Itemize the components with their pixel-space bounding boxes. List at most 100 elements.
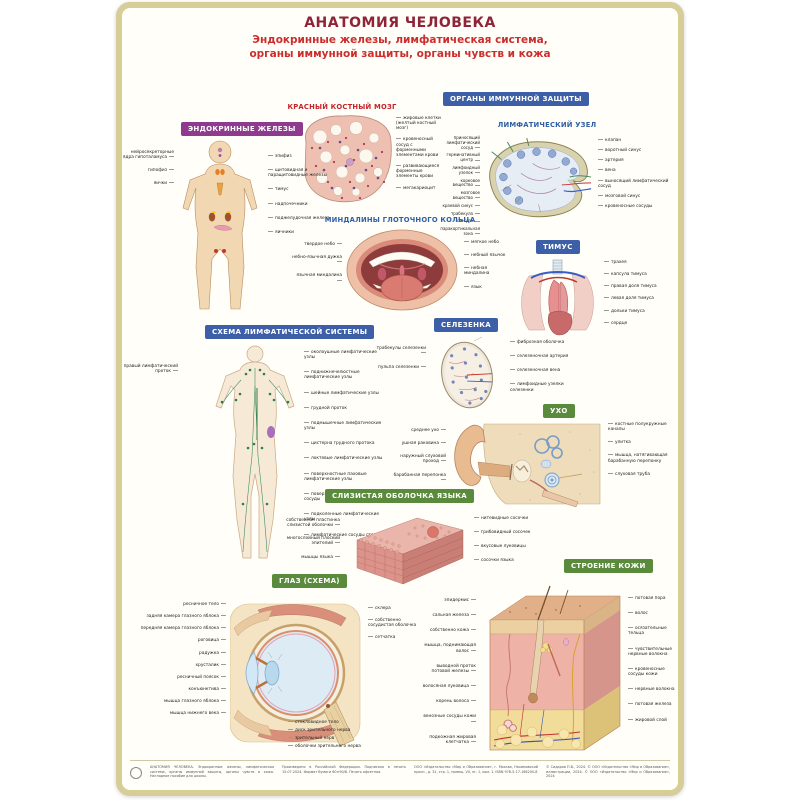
subtitle-line-2: органы иммунной защиты, органы чувств и … (249, 48, 551, 60)
ear-illustration (454, 423, 601, 508)
diagram-label: небная миндалина (464, 266, 510, 276)
diagram-label: оболочки зрительного нерва (288, 744, 398, 749)
diagram-label: чувствительные нервные волокна (628, 647, 678, 657)
tonsils-mouth-illustration (346, 229, 458, 311)
diagram-label: корень волоса (436, 699, 476, 704)
diagram-label: волосяная луковица (423, 684, 476, 689)
diagram-label: грибовидный сосочек (474, 530, 532, 535)
diagram-label: паракортикальная зона (440, 226, 480, 236)
diagram-label: надпочечники (268, 202, 330, 207)
diagram-label: мышцы языка (301, 555, 340, 560)
diagram-label: лимфатические сосуды стопы (304, 533, 386, 538)
diagram-label: фиброзная оболочка (510, 340, 572, 345)
diagram-label: потовая железа (628, 702, 678, 707)
diagram-label: сетчатка (368, 635, 424, 640)
section-title-bone-marrow: КРАСНЫЙ КОСТНЫЙ МОЗГ (287, 103, 397, 111)
diagram-label: твердое небо (304, 242, 342, 247)
diagram-label: собственно сосудистая оболочка (368, 618, 424, 628)
diagram-label: правый лимфатический проток (123, 364, 178, 375)
section-title-lymph-node: ЛИМФАТИЧЕСКИЙ УЗЕЛ (497, 121, 597, 129)
diagram-label: яичники (268, 230, 330, 235)
diagram-label: лимфоидный узелок (440, 165, 480, 176)
section-title-lymphatic-system: СХЕМА ЛИМФАТИЧЕСКОЙ СИСТЕМЫ (205, 325, 375, 339)
diagram-label: поднижнечелюстные лимфатические узлы (304, 370, 386, 380)
section-title-ear: УХО (543, 404, 575, 418)
diagram-label: нейросекреторные ядра гипоталамуса (122, 150, 174, 161)
diagram-label: жировой слой (628, 718, 678, 723)
footer-imprint: АНАТОМИЯ ЧЕЛОВЕКА. Эндокринные железы, л… (126, 765, 674, 779)
diagram-label: сосочки языка (474, 558, 532, 563)
tongue-mucosa-illustration (356, 517, 464, 585)
diagram-label: нитевидные сосочки (474, 516, 532, 521)
diagram-label: волос (628, 611, 678, 616)
diagram-label: щитовидная и паращитовидные железы (268, 168, 330, 178)
endocrine-body-illustration (182, 140, 258, 310)
diagram-label: ресничный поясок (177, 675, 226, 680)
diagram-label: мышца глазного яблока (164, 699, 226, 704)
diagram-label: мягкое небо (464, 240, 510, 245)
diagram-label: слуховая труба (608, 472, 674, 477)
diagram-label: диск зрительного нерва (288, 728, 398, 733)
diagram-label: поверхностные паховые лимфатические узлы (304, 472, 386, 482)
bone-marrow-labels-right: жировые клетки (желтый костный мозг)кров… (396, 116, 442, 191)
diagram-label: левая доля тимуса (604, 296, 674, 301)
diagram-label: правая доля тимуса (604, 284, 674, 289)
diagram-label: артерия (598, 158, 674, 163)
diagram-label: роговица (198, 638, 226, 643)
diagram-label: мышца, поднимающая волос (420, 643, 476, 653)
diagram-label: язык (464, 285, 510, 290)
diagram-label: локтевые лимфатические узлы (304, 456, 386, 461)
diagram-label: зрительный нерв (288, 736, 398, 741)
imprint-column: © Сидоров П.В., 2024. © ООО «Издательств… (546, 765, 670, 779)
diagram-label: развивающиеся форменные элементы крови (396, 164, 442, 179)
diagram-label: жировые клетки (желтый костный мозг) (396, 116, 441, 132)
diagram-label: корковое вещество (440, 178, 480, 189)
diagram-label: мозговое вещество (440, 190, 480, 201)
page-title: АНАТОМИЯ ЧЕЛОВЕКА (304, 15, 496, 31)
diagram-label: герминативный центр (440, 153, 480, 163)
diagram-label: трабекулы селезенки (376, 346, 426, 356)
diagram-label: трабекула (451, 211, 480, 217)
diagram-label: радужка (199, 651, 226, 656)
diagram-label: трахея (604, 260, 674, 265)
diagram-label: сальная железа (433, 613, 477, 618)
diagram-label: лимфоидные узелки селезенки (510, 382, 572, 392)
section-title-tonsils: МИНДАЛИНЫ ГЛОТОЧНОГО КОЛЬЦА (324, 216, 476, 224)
diagram-label: мышца, натягивающая барабанную перепонку (608, 453, 674, 463)
subtitle-line-1: Эндокринные железы, лимфатическая систем… (252, 34, 548, 46)
diagram-label: капсула (456, 219, 480, 224)
section-title-tongue: СЛИЗИСТАЯ ОБОЛОЧКА ЯЗЫКА (325, 489, 474, 503)
anatomy-poster: АНАТОМИЯ ЧЕЛОВЕКА Эндокринные железы, ли… (116, 2, 684, 796)
diagram-label: воротный синус (598, 148, 674, 153)
diagram-label: дольки тимуса (604, 309, 674, 314)
diagram-label: костные полукружные каналы (608, 422, 674, 432)
diagram-label: барабанная перепонка (392, 473, 446, 483)
section-title-skin: СТРОЕНИЕ КОЖИ (564, 559, 653, 573)
diagram-label: язычная миндалина (292, 273, 342, 283)
diagram-label: собственная пластинка слизистой оболочки (284, 518, 340, 528)
diagram-label: склера (368, 606, 424, 611)
diagram-label: грудной проток (304, 406, 386, 411)
diagram-label: ушная раковина (402, 441, 446, 446)
footer-divider (130, 760, 670, 761)
imprint-column: АНАТОМИЯ ЧЕЛОВЕКА. Эндокринные железы, л… (150, 765, 274, 779)
diagram-label: выносящий лимфатический сосуд (598, 179, 674, 189)
diagram-label: яички (154, 181, 174, 186)
diagram-label: подмышечные лимфатические узлы (304, 421, 386, 431)
section-title-thymus: ТИМУС (536, 240, 580, 254)
lymph-node-illustration (489, 137, 592, 218)
diagram-label: хрусталик (196, 663, 226, 668)
diagram-label: селезеночная артерия (510, 354, 572, 359)
diagram-label: наружный слуховой проход (392, 454, 446, 464)
imprint-column: Произведено в Российской Федерации. Подп… (282, 765, 406, 774)
publisher-logo-icon (130, 767, 142, 779)
diagram-label: конъюнктива (188, 687, 226, 692)
